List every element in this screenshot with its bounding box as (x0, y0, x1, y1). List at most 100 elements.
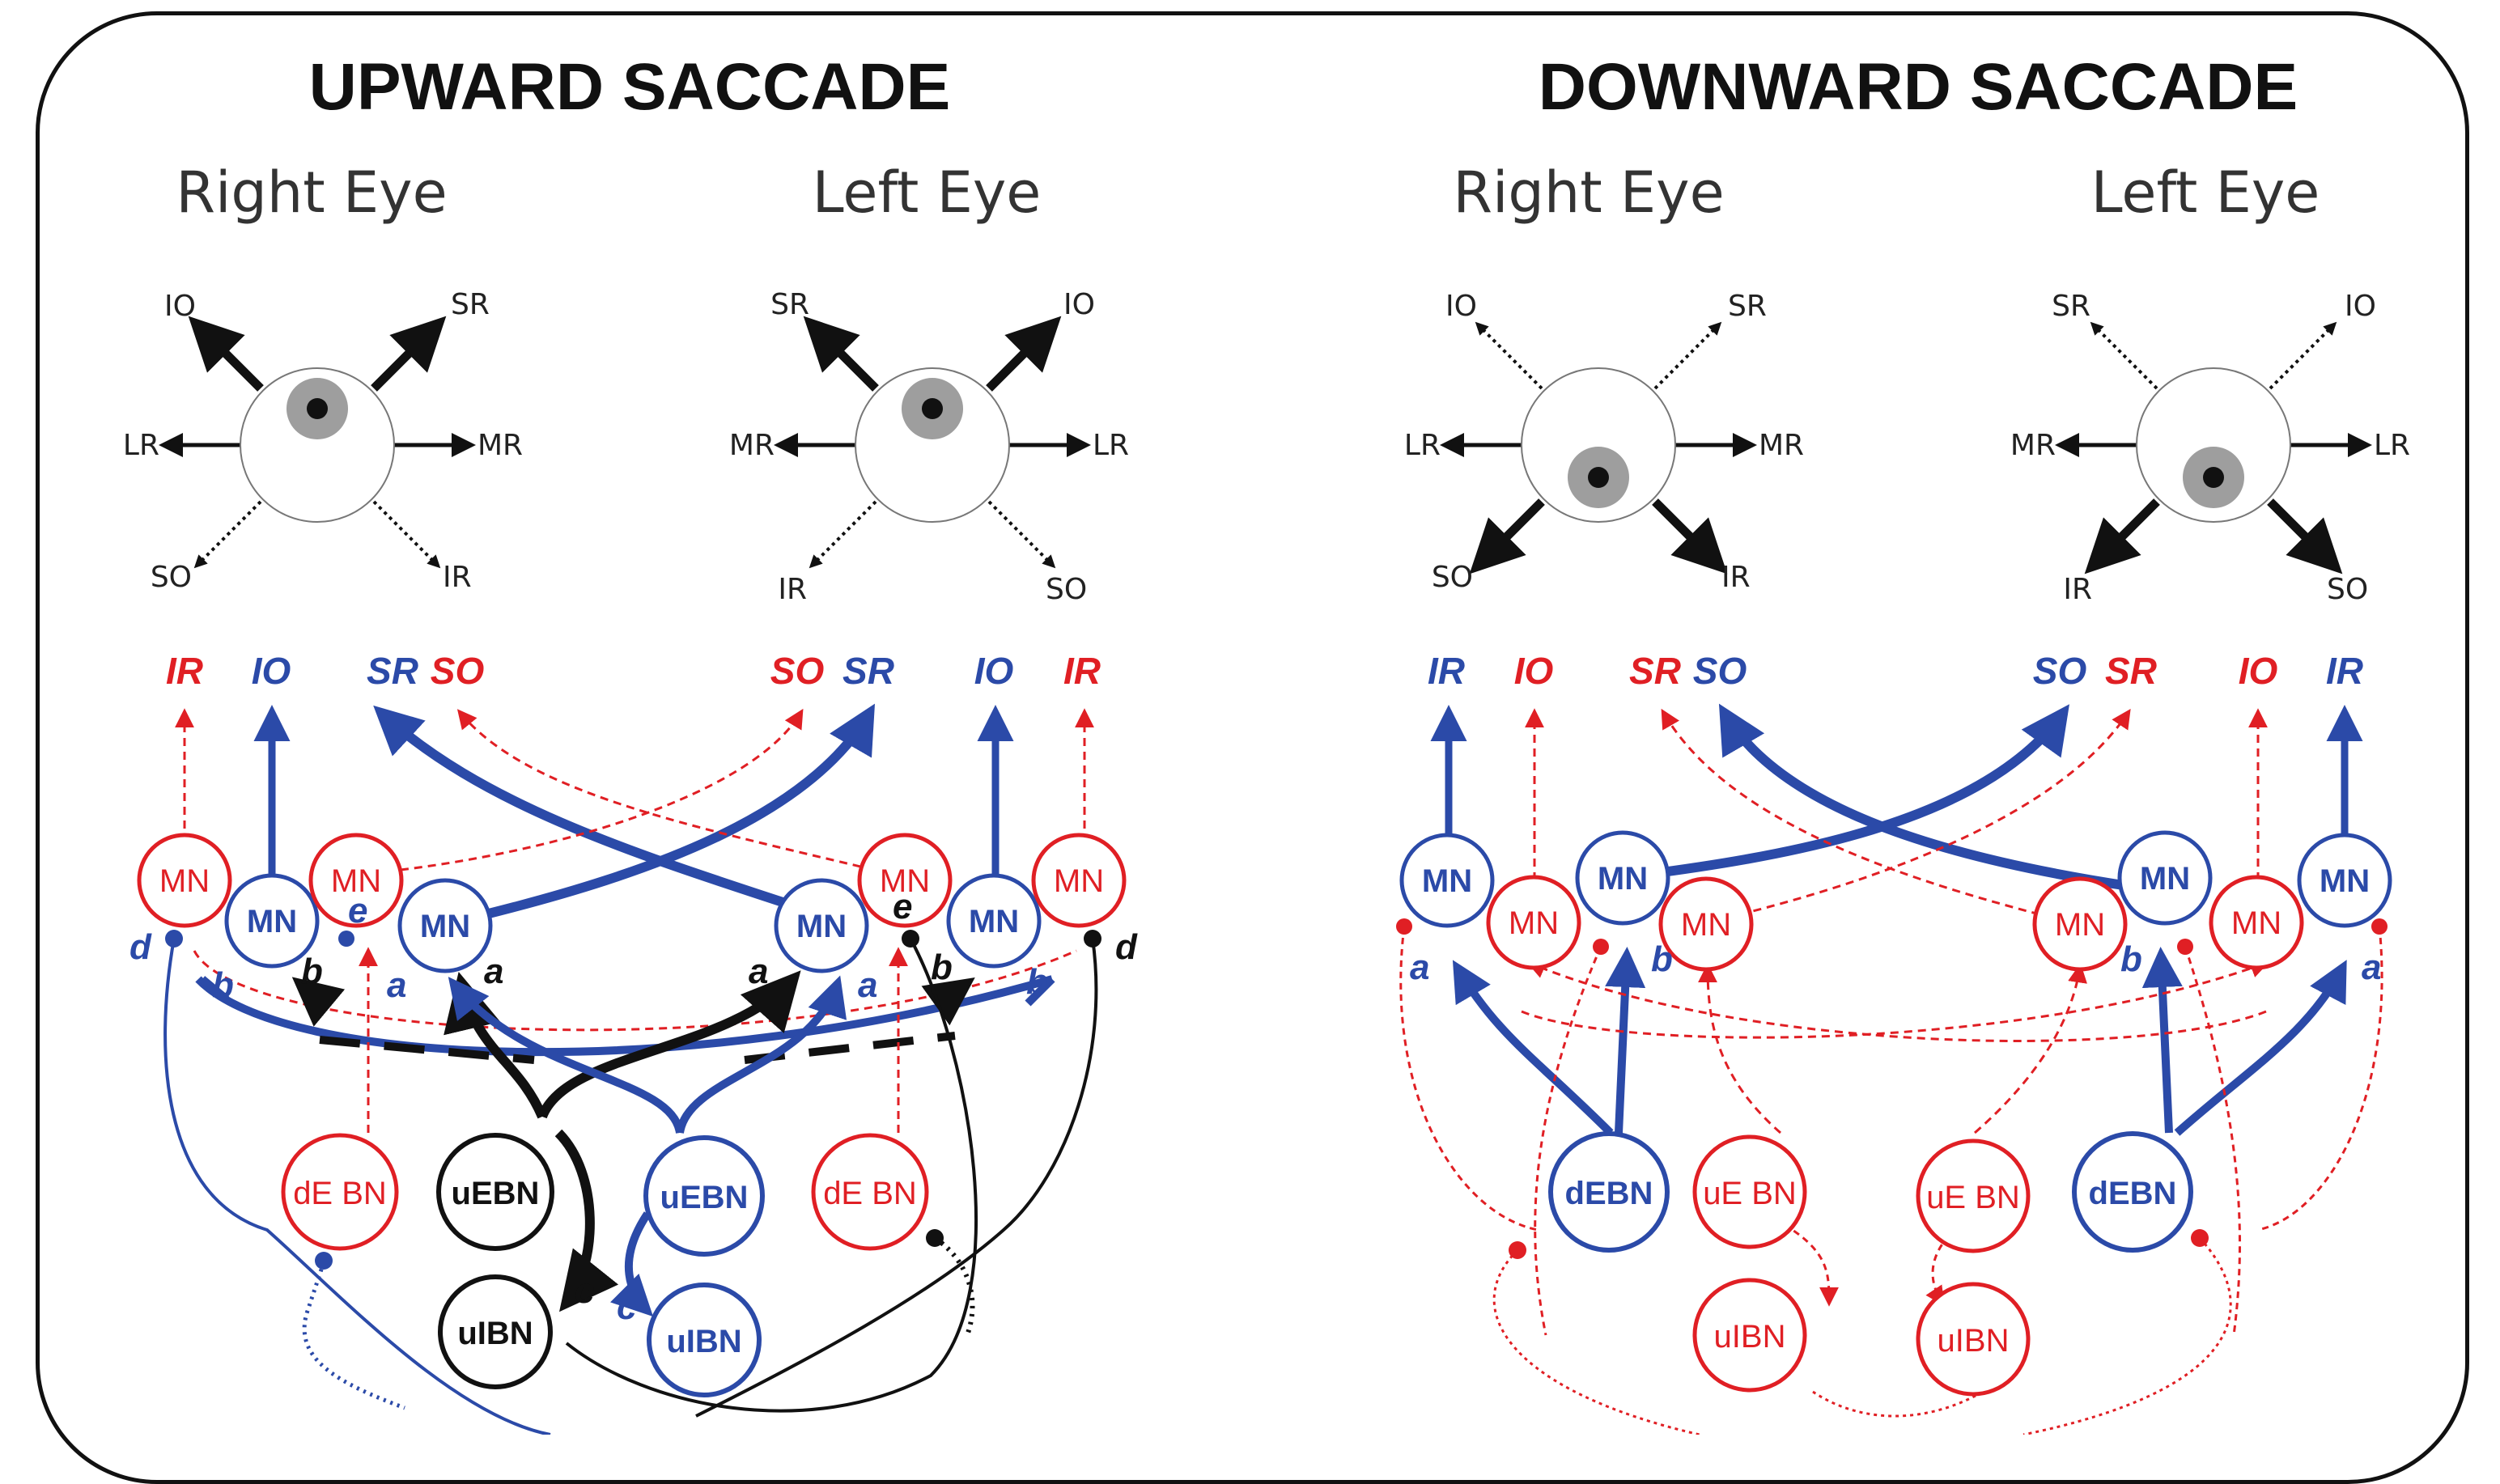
svg-text:MN: MN (1054, 863, 1104, 899)
svg-text:MN: MN (880, 863, 930, 899)
svg-text:SO: SO (2327, 573, 2368, 606)
svg-text:SR: SR (770, 288, 809, 321)
up-mn-blue-3: MN (774, 878, 869, 973)
svg-text:uE BN: uE BN (1926, 1180, 2020, 1215)
up-mn-blue-4: MN (946, 873, 1042, 969)
svg-text:SO: SO (770, 650, 825, 692)
down-uebn-right: uE BN (1916, 1138, 2031, 1253)
eye-down-left: MR LR SR IO IR SO (2010, 290, 2410, 606)
svg-text:IO: IO (1063, 288, 1095, 321)
svg-text:dEBN: dEBN (2089, 1176, 2177, 1211)
svg-text:MN: MN (2231, 905, 2281, 941)
svg-text:b: b (1026, 962, 1048, 1002)
svg-text:IR: IR (1428, 650, 1465, 692)
svg-text:b: b (301, 952, 323, 991)
up-mn-red-4: MN (1031, 833, 1127, 928)
svg-text:MN: MN (1598, 861, 1648, 897)
svg-text:MN: MN (420, 909, 470, 944)
eye-up-left: MR LR SR IO IR SO (729, 288, 1129, 606)
up-debn-right: dE BN (811, 1133, 929, 1251)
svg-text:SO: SO (1046, 573, 1087, 606)
eye-up-right: LR MR IO SR SO IR (123, 288, 523, 594)
svg-text:SO: SO (151, 561, 192, 594)
svg-text:IR: IR (1721, 561, 1751, 594)
svg-text:SR: SR (451, 288, 490, 321)
svg-text:IO: IO (252, 650, 291, 692)
down-uibn-right: uIBN (1916, 1282, 2031, 1397)
svg-text:uIBN: uIBN (1938, 1323, 2010, 1359)
down-left-eye-label: Left Eye (2091, 159, 2320, 226)
svg-text:a: a (858, 965, 877, 1005)
svg-text:MN: MN (2055, 907, 2105, 943)
down-mn-red-4: MN (2209, 875, 2304, 970)
svg-text:e: e (893, 887, 912, 926)
svg-text:MR: MR (729, 429, 775, 462)
svg-text:SR: SR (2052, 290, 2090, 323)
up-mn-red-1: MN (137, 833, 232, 928)
svg-text:dE BN: dE BN (823, 1176, 917, 1211)
svg-text:MN: MN (796, 909, 847, 944)
svg-text:IR: IR (166, 650, 203, 692)
eye-down-right: LR MR IO SR SO IR (1404, 290, 1804, 594)
svg-text:SR: SR (1629, 650, 1681, 692)
svg-text:b: b (212, 965, 234, 1005)
svg-text:d: d (129, 927, 152, 967)
up-mn-red-3: MN (857, 833, 953, 928)
figure: UPWARD SACCADE DOWNWARD SACCADE Right Ey… (36, 11, 2469, 1484)
up-mn-red-2: MN (308, 833, 404, 928)
svg-text:LR: LR (1404, 429, 1441, 462)
up-uebn-black: uEBN (436, 1133, 554, 1251)
svg-text:dEBN: dEBN (1565, 1176, 1653, 1211)
svg-text:MR: MR (478, 429, 523, 462)
down-mn-red-3: MN (2032, 876, 2128, 972)
svg-text:MR: MR (1759, 429, 1804, 462)
svg-text:a: a (1410, 948, 1429, 987)
svg-text:uEBN: uEBN (452, 1176, 540, 1211)
heading-upward: UPWARD SACCADE (309, 50, 951, 124)
down-mn-blue-4: MN (2297, 833, 2392, 928)
svg-text:dE BN: dE BN (293, 1176, 387, 1211)
svg-text:MN: MN (2320, 863, 2370, 899)
svg-text:MN: MN (247, 904, 297, 939)
svg-text:SO: SO (1693, 650, 1747, 692)
svg-text:IO: IO (2345, 290, 2376, 323)
down-mn-blue-1: MN (1399, 833, 1495, 928)
svg-text:e: e (348, 891, 367, 931)
svg-text:IO: IO (974, 650, 1014, 692)
down-uibn-left: uIBN (1692, 1278, 1807, 1393)
svg-text:uIBN: uIBN (666, 1324, 741, 1359)
svg-text:uIBN: uIBN (457, 1316, 533, 1351)
svg-text:LR: LR (2374, 429, 2410, 462)
svg-text:a: a (484, 952, 503, 991)
down-debn-left: dEBN (1548, 1131, 1670, 1253)
svg-text:IR: IR (2326, 650, 2363, 692)
svg-text:b: b (931, 948, 953, 987)
svg-text:uEBN: uEBN (660, 1180, 749, 1215)
svg-text:b: b (2120, 939, 2142, 979)
down-mn-red-1: MN (1486, 875, 1581, 970)
down-uebn-left: uE BN (1692, 1134, 1807, 1249)
svg-text:MN: MN (969, 904, 1019, 939)
svg-text:c: c (575, 1271, 594, 1311)
svg-text:MN: MN (1509, 905, 1559, 941)
svg-text:MN: MN (159, 863, 210, 899)
svg-text:a: a (387, 965, 406, 1005)
svg-text:SO: SO (431, 650, 485, 692)
down-debn-right: dEBN (2072, 1131, 2193, 1253)
svg-text:IR: IR (1063, 650, 1101, 692)
down-mn-blue-2: MN (1575, 830, 1670, 926)
svg-text:SO: SO (2033, 650, 2087, 692)
svg-text:IO: IO (2239, 650, 2278, 692)
circuit-upward: IR IO SR SO SO SR IO IR (129, 650, 1138, 1435)
down-mn-blue-3: MN (2117, 830, 2213, 926)
svg-text:uE BN: uE BN (1703, 1176, 1797, 1211)
circuit-downward: IR IO SR SO SO SR IO IR (1396, 650, 2392, 1435)
svg-text:IO: IO (1445, 290, 1477, 323)
svg-text:IO: IO (1514, 650, 1554, 692)
svg-text:SO: SO (1432, 561, 1473, 594)
svg-text:IR: IR (2063, 573, 2092, 606)
down-mn-red-2: MN (1658, 876, 1754, 972)
svg-text:IO: IO (164, 290, 196, 323)
svg-text:SR: SR (1728, 290, 1767, 323)
svg-text:a: a (749, 952, 768, 991)
